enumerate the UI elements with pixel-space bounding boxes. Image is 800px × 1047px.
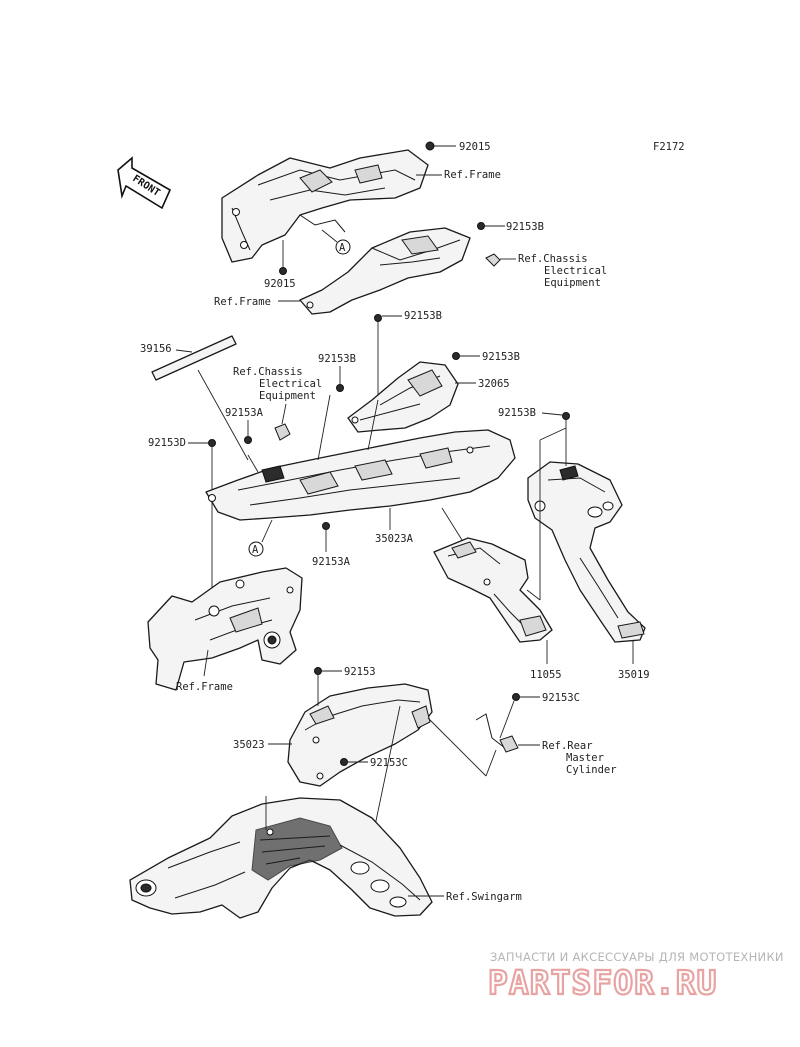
clip-chassis-top	[485, 253, 501, 267]
front-arrow-icon: FRONT	[117, 156, 172, 210]
callout-a-top	[335, 239, 351, 255]
pad-39156	[151, 335, 237, 381]
ref-chassis-left-1: Ref.Chassis	[233, 366, 303, 378]
subframe-upper-cover	[299, 227, 471, 315]
ref-rear-master-3: Cylinder	[566, 764, 617, 776]
swingarm	[129, 797, 433, 919]
label-92153b-mid: 92153B	[404, 310, 442, 322]
ref-chassis-left-3: Equipment	[259, 390, 316, 402]
label-92015-left: 92015	[264, 278, 296, 290]
label-92015-top: 92015	[459, 141, 491, 153]
watermark-logo: PARTSFOR.RU	[488, 963, 718, 1002]
label-35023: 35023	[233, 739, 265, 751]
license-bracket-35019	[527, 461, 646, 643]
ref-chassis-top-1: Ref.Chassis	[518, 253, 588, 265]
ref-rear-master-2: Master	[566, 752, 604, 764]
label-92153b-right: 92153B	[482, 351, 520, 363]
label-ref-swingarm: Ref.Swingarm	[446, 891, 522, 903]
rear-fender-35023a	[205, 429, 516, 521]
label-92153a-bottom: 92153A	[312, 556, 351, 568]
ref-chassis-top-2: Electrical	[544, 265, 607, 277]
bolt-92153b-mid	[374, 314, 382, 322]
master-cylinder-hose	[475, 713, 506, 749]
label-92153c-right: 92153C	[542, 692, 580, 704]
bolt-92015-left	[279, 267, 287, 275]
ref-chassis-top-3: Equipment	[544, 277, 601, 289]
bolt-92153b-far	[562, 412, 570, 420]
bolt-92153b-tr	[477, 222, 485, 230]
label-39156: 39156	[140, 343, 172, 355]
bolt-92153a-bottom	[322, 522, 330, 530]
label-ref-frame-left: Ref.Frame	[214, 296, 271, 308]
bolt-92153c-left	[340, 758, 348, 766]
bracket-11055	[433, 537, 553, 643]
bolt-92015-top	[425, 141, 456, 151]
label-92153b-far: 92153B	[498, 407, 536, 419]
watermark: ЗАПЧАСТИ И АКСЕССУАРЫ ДЛЯ МОТОТЕХНИКИ PA…	[487, 950, 784, 1003]
label-92153a-left: 92153A	[225, 407, 264, 419]
callout-a-bottom	[248, 541, 264, 557]
bolt-92153d	[208, 439, 216, 447]
ref-rear-master-1: Ref.Rear	[542, 740, 593, 752]
label-35023a: 35023A	[375, 533, 414, 545]
callout-a-bottom-label: A	[252, 544, 259, 556]
frame-lower-assembly	[147, 567, 303, 691]
bolt-92153	[314, 667, 322, 675]
bracket-32065	[347, 361, 459, 433]
label-ref-frame-bottom: Ref.Frame	[176, 681, 233, 693]
bolt-92153b-right	[452, 352, 460, 360]
diagram-code: F2172	[653, 141, 685, 153]
label-92153c-left: 92153C	[370, 757, 408, 769]
label-35019: 35019	[618, 669, 650, 681]
bolt-92153c-right	[512, 693, 520, 701]
label-11055: 11055	[530, 669, 562, 681]
fender-35023	[287, 683, 433, 787]
bolt-92153b-center	[336, 384, 344, 392]
label-92153b-tr: 92153B	[506, 221, 544, 233]
label-92153d: 92153D	[148, 437, 186, 449]
label-92153: 92153	[344, 666, 376, 678]
label-32065: 32065	[478, 378, 510, 390]
master-cylinder-clip	[499, 735, 519, 753]
ref-chassis-left-2: Electrical	[259, 378, 322, 390]
bolt-92153a-left	[244, 436, 252, 444]
label-ref-frame-top: Ref.Frame	[444, 169, 501, 181]
callout-a-top-label: A	[339, 242, 346, 254]
clip-chassis-left	[274, 423, 291, 441]
watermark-caption: ЗАПЧАСТИ И АКСЕССУАРЫ ДЛЯ МОТОТЕХНИКИ	[490, 950, 784, 964]
label-92153b-center: 92153B	[318, 353, 356, 365]
frame-upper-assembly	[221, 149, 429, 263]
